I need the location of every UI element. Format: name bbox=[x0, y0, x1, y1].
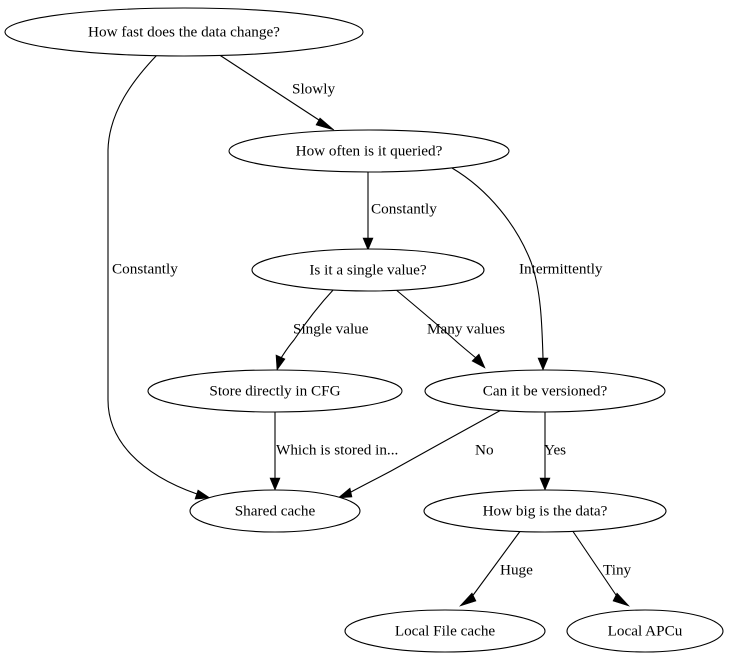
edge-path bbox=[394, 288, 477, 359]
edge-can-versioned-to-shared-cache[interactable] bbox=[337, 408, 504, 499]
node-shape bbox=[566, 609, 724, 653]
node-label: Can it be versioned? bbox=[483, 382, 608, 399]
edge-arrowhead bbox=[269, 477, 281, 491]
edge-label-slowly: Slowly bbox=[292, 80, 335, 97]
edge-labels-layer: Constantly Slowly Constantly Intermitten… bbox=[112, 80, 632, 578]
edge-arrowhead bbox=[337, 487, 353, 499]
node-shape bbox=[147, 369, 403, 413]
edge-path bbox=[217, 53, 323, 123]
edge-path bbox=[280, 288, 335, 359]
node-shape bbox=[424, 369, 666, 413]
edge-path bbox=[451, 167, 544, 359]
node-shape bbox=[344, 609, 546, 653]
edge-label-tiny: Tiny bbox=[603, 561, 632, 578]
edge-how-fast-to-shared-cache[interactable] bbox=[107, 54, 211, 500]
edge-path bbox=[470, 529, 522, 599]
edge-how-big-to-local-file-cache[interactable] bbox=[459, 529, 522, 607]
node-label: Local File cache bbox=[395, 622, 496, 639]
node-label: Is it a single value? bbox=[309, 261, 427, 278]
edge-label-which-is-stored-in: Which is stored in... bbox=[276, 441, 398, 458]
edge-arrowhead bbox=[537, 357, 549, 371]
node-how-big-is-the-data[interactable]: How big is the data? bbox=[423, 489, 667, 533]
edge-label-constantly-left: Constantly bbox=[112, 260, 178, 277]
edge-how-big-to-local-apcu[interactable] bbox=[571, 529, 630, 607]
edge-label-intermittently: Intermittently bbox=[519, 260, 603, 277]
node-label: How fast does the data change? bbox=[88, 23, 280, 40]
edge-arrowhead bbox=[459, 592, 477, 607]
edge-can-versioned-to-how-big[interactable] bbox=[539, 412, 551, 491]
node-local-file-cache[interactable]: Local File cache bbox=[344, 609, 546, 653]
edge-arrowhead bbox=[315, 117, 335, 131]
node-label: Store directly in CFG bbox=[209, 382, 340, 399]
edge-arrowhead bbox=[275, 354, 286, 371]
node-how-often-is-it-queried[interactable]: How often is it queried? bbox=[228, 129, 510, 173]
edges-layer bbox=[107, 53, 630, 607]
edge-how-often-to-can-versioned[interactable] bbox=[451, 167, 549, 371]
edge-arrowhead bbox=[362, 237, 374, 251]
node-is-it-a-single-value[interactable]: Is it a single value? bbox=[251, 248, 485, 292]
node-label: Shared cache bbox=[235, 502, 316, 519]
node-how-fast-does-the-data-change[interactable]: How fast does the data change? bbox=[4, 7, 364, 57]
edge-path bbox=[571, 529, 619, 599]
edge-how-fast-to-how-often[interactable] bbox=[217, 53, 335, 131]
node-shape bbox=[423, 489, 667, 533]
edge-label-huge: Huge bbox=[500, 561, 533, 578]
node-shared-cache[interactable]: Shared cache bbox=[189, 489, 361, 533]
edge-arrowhead bbox=[612, 592, 630, 607]
node-local-apcu[interactable]: Local APCu bbox=[566, 609, 724, 653]
node-shape bbox=[251, 248, 485, 292]
edge-path bbox=[350, 408, 504, 493]
edge-label-many-values: Many values bbox=[427, 320, 505, 337]
edge-store-cfg-to-shared-cache[interactable] bbox=[269, 412, 281, 491]
node-label: Local APCu bbox=[608, 622, 683, 639]
edge-label-yes: Yes bbox=[544, 441, 566, 458]
node-label: How big is the data? bbox=[483, 502, 608, 519]
node-can-it-be-versioned[interactable]: Can it be versioned? bbox=[424, 369, 666, 413]
edge-arrowhead bbox=[471, 353, 486, 369]
node-shape bbox=[189, 489, 361, 533]
nodes-layer: How fast does the data change? How often… bbox=[4, 7, 724, 653]
node-shape bbox=[228, 129, 510, 173]
edge-label-constantly-mid: Constantly bbox=[371, 200, 437, 217]
edge-arrowhead bbox=[194, 489, 211, 500]
edge-label-single-value: Single value bbox=[293, 320, 369, 337]
edge-arrowhead bbox=[539, 477, 551, 491]
node-shape bbox=[4, 7, 364, 57]
edge-single-value-to-can-versioned[interactable] bbox=[394, 288, 486, 369]
edge-how-often-to-single-value[interactable] bbox=[362, 172, 374, 251]
edge-single-value-to-store-cfg[interactable] bbox=[275, 288, 335, 371]
edge-label-no: No bbox=[475, 441, 494, 458]
node-label: How often is it queried? bbox=[296, 142, 443, 159]
node-store-directly-in-cfg[interactable]: Store directly in CFG bbox=[147, 369, 403, 413]
edge-path bbox=[107, 54, 198, 495]
